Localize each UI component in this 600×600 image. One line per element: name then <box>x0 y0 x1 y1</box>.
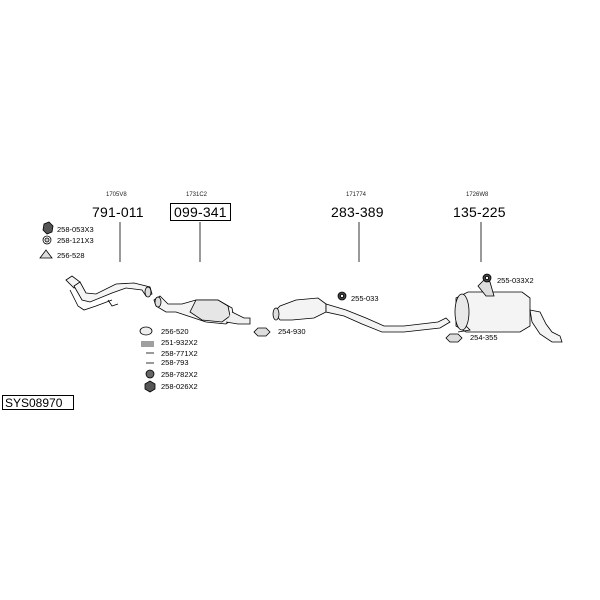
leader-lines <box>119 222 482 262</box>
oem-label-rear: 1726W8 <box>466 192 489 198</box>
accessory-label[interactable]: 258-053X3 <box>57 225 94 234</box>
part-number-catalyst[interactable]: 099-341 <box>170 203 231 221</box>
oem-label-middle: 171774 <box>346 192 367 198</box>
accessory-label[interactable]: 251-932X2 <box>161 338 198 347</box>
accessory-label[interactable]: 254-355 <box>470 333 498 342</box>
accessory-label[interactable]: 258-771X2 <box>161 349 198 358</box>
oem-label-catalyst: 1731C2 <box>186 192 208 198</box>
clamp-icon <box>253 327 271 337</box>
gasket-icon <box>139 326 153 336</box>
rear-muffler-drawing <box>454 279 563 343</box>
system-code-label: SYS08970 <box>2 395 74 410</box>
rubber-hanger-inner <box>339 293 344 298</box>
middle-pipe-drawing <box>272 297 451 333</box>
spring-icon <box>141 341 154 347</box>
accessory-label[interactable]: 258-026X2 <box>161 382 198 391</box>
accessory-label[interactable]: 258-782X2 <box>161 370 198 379</box>
front-pipe-drawing <box>65 275 153 311</box>
flange-gasket-icon <box>39 249 53 259</box>
accessory-label[interactable]: 255-033X2 <box>497 276 534 285</box>
accessory-icons <box>39 221 492 393</box>
part-number-front-pipe[interactable]: 791-011 <box>92 204 144 220</box>
accessory-label[interactable]: 258-793 <box>161 358 189 367</box>
accessory-label[interactable]: 256-528 <box>57 251 85 260</box>
accessory-label[interactable]: 254-930 <box>278 327 306 336</box>
rubber-hanger-rear-inner <box>484 275 489 280</box>
lock-nut-icon <box>145 369 155 379</box>
accessory-label[interactable]: 258-121X3 <box>57 236 94 245</box>
catalyst-drawing <box>153 295 251 325</box>
oem-label-front-pipe: 1705V8 <box>106 192 127 198</box>
hex-nut-icon <box>144 380 156 393</box>
clamp-rear-icon <box>445 333 463 343</box>
nut-icon <box>42 221 54 235</box>
accessory-label[interactable]: 256-520 <box>161 327 189 336</box>
part-number-middle[interactable]: 283-389 <box>331 204 384 220</box>
gasket-ring-icon <box>44 237 50 243</box>
accessory-label[interactable]: 255-033 <box>351 294 379 303</box>
part-number-rear[interactable]: 135-225 <box>453 204 506 220</box>
